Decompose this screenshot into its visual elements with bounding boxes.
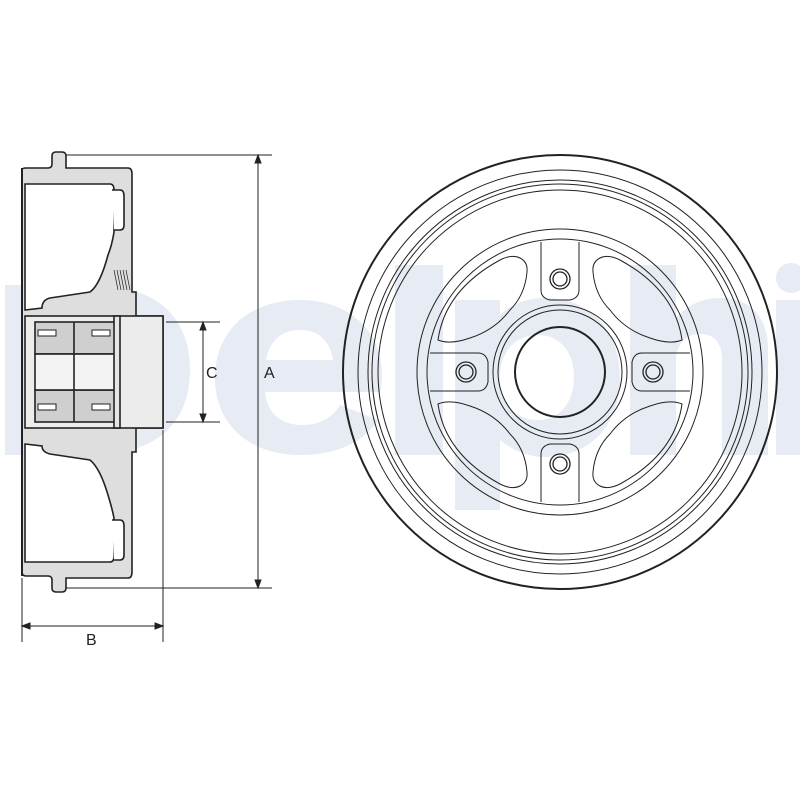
- dimension-label-b: B: [86, 632, 97, 649]
- dimension-lines: [20, 153, 272, 642]
- side-section-view: [21, 151, 164, 593]
- front-view: [342, 154, 778, 590]
- bolt-holes: [455, 268, 664, 475]
- dimension-label-c: C: [206, 365, 218, 382]
- dimension-label-a: A: [264, 365, 275, 382]
